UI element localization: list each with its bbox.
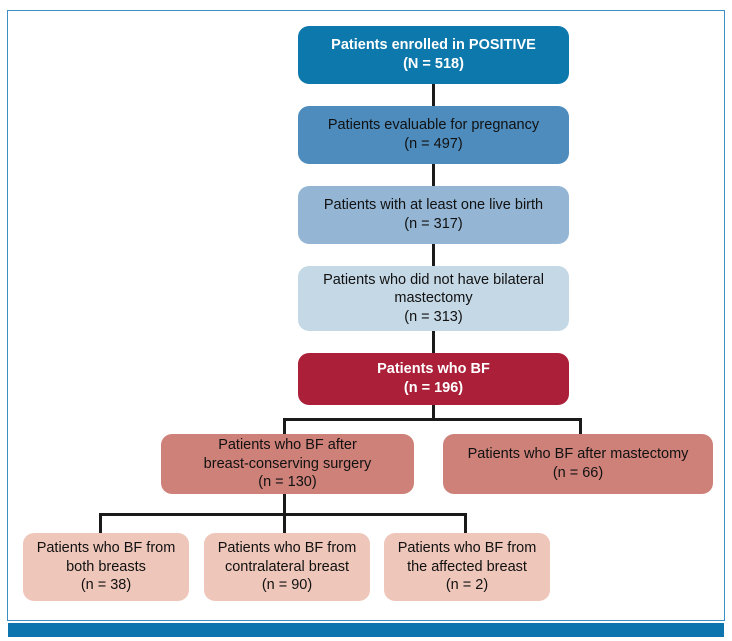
node-bf-affected: Patients who BF from the affected breast… xyxy=(384,533,550,601)
node-bf-after-mastectomy-line2: (n = 66) xyxy=(552,465,604,481)
connector-bf-stem xyxy=(432,397,435,419)
node-bf: Patients who BF (n = 196) xyxy=(298,353,569,405)
node-bf-contralateral: Patients who BF from contralateral breas… xyxy=(204,533,370,601)
node-no-bilateral-mastectomy-line2: mastectomy xyxy=(394,290,473,307)
node-bf-after-mastectomy: Patients who BF after mastectomy (n = 66… xyxy=(443,434,713,494)
node-bf-contralateral-line2: contralateral breast xyxy=(224,558,350,575)
node-bf-affected-line1: Patients who BF from xyxy=(397,540,537,557)
node-no-bilateral-mastectomy: Patients who did not have bilateral mast… xyxy=(298,266,569,331)
connector-live-birth-to-no-bilateral-mastectomy xyxy=(432,244,435,276)
node-bf-after-bcs: Patients who BF after breast-conserving … xyxy=(161,434,414,494)
node-evaluable-line2: (n = 497) xyxy=(404,136,463,152)
node-no-bilateral-mastectomy-line1: Patients who did not have bilateral xyxy=(323,271,544,288)
node-bf-both-breasts-line1: Patients who BF from xyxy=(36,540,176,557)
connector-no-bilateral-mastectomy-to-bf xyxy=(432,331,435,363)
node-bf-after-bcs-line3: (n = 130) xyxy=(258,474,317,491)
node-bf-contralateral-line3: (n = 90) xyxy=(261,577,313,594)
connector-bf-split-bar xyxy=(283,418,582,421)
node-live-birth: Patients with at least one live birth (n… xyxy=(298,186,569,244)
node-bf-affected-line2: the affected breast xyxy=(407,558,527,575)
connector-bcs-split-middle-drop xyxy=(283,513,286,534)
node-bf-both-breasts: Patients who BF from both breasts (n = 3… xyxy=(23,533,189,601)
node-bf-after-mastectomy-line1: Patients who BF after mastectomy xyxy=(467,446,689,463)
node-bf-both-breasts-line3: (n = 38) xyxy=(80,577,132,594)
connector-bf-split-left-drop xyxy=(283,418,286,444)
node-bf-line2: (n = 196) xyxy=(403,380,464,396)
connector-bcs-split-right-drop xyxy=(464,513,467,534)
node-no-bilateral-mastectomy-line3: (n = 313) xyxy=(404,308,463,325)
bottom-accent-bar xyxy=(8,623,724,637)
node-enrolled-line1: Patients enrolled in POSITIVE xyxy=(331,37,536,54)
node-evaluable-line1: Patients evaluable for pregnancy xyxy=(327,117,540,134)
node-enrolled-line2: (N = 518) xyxy=(403,56,464,72)
figure-frame: Patients enrolled in POSITIVE (N = 518) … xyxy=(7,10,725,621)
node-evaluable: Patients evaluable for pregnancy (n = 49… xyxy=(298,106,569,164)
connector-evaluable-to-live-birth xyxy=(432,164,435,196)
connector-bf-split-right-drop xyxy=(579,418,582,444)
connector-bcs-split-left-drop xyxy=(99,513,102,534)
node-live-birth-line1: Patients with at least one live birth xyxy=(323,197,544,214)
connector-bcs-stem xyxy=(283,493,286,514)
node-bf-both-breasts-line2: both breasts xyxy=(66,558,146,575)
node-bf-after-bcs-line2: breast-conserving surgery xyxy=(203,455,372,472)
node-bf-line1: Patients who BF xyxy=(377,361,490,378)
node-bf-after-bcs-line1: Patients who BF after xyxy=(218,437,357,454)
node-bf-contralateral-line1: Patients who BF from xyxy=(217,540,357,557)
connector-bcs-split-bar xyxy=(99,513,464,516)
node-enrolled: Patients enrolled in POSITIVE (N = 518) xyxy=(298,26,569,84)
node-bf-affected-line3: (n = 2) xyxy=(445,577,489,594)
node-live-birth-line2: (n = 317) xyxy=(404,216,463,232)
connector-enrolled-to-evaluable xyxy=(432,84,435,116)
